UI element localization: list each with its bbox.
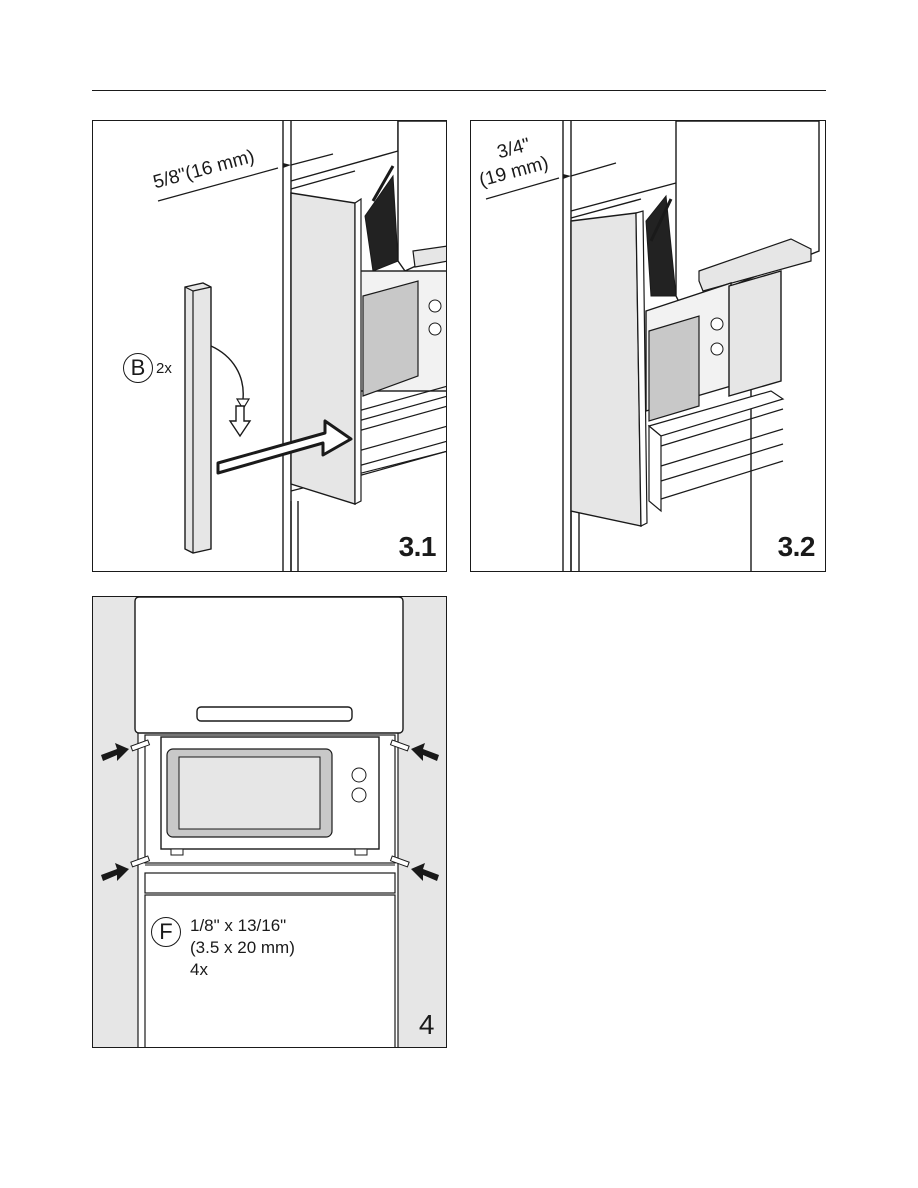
spec-line-3: 4x: [190, 960, 208, 979]
figure-number: 3.2: [777, 531, 816, 562]
figure-3-1: 5/8"(16 mm) B 2x 3.1: [92, 120, 447, 572]
figure-3-2: 3/4" (19 mm) 3.2: [470, 120, 826, 572]
figure-4: F 1/8" x 13/16" (3.5 x 20 mm) 4x 4: [92, 596, 447, 1048]
part-quantity: 2x: [156, 360, 172, 377]
figure-number: 3.1: [398, 531, 437, 562]
spec-line-2: (3.5 x 20 mm): [190, 938, 295, 957]
part-f-marker: F: [151, 917, 181, 947]
spec-line-1: 1/8" x 13/16": [190, 916, 287, 935]
figure-3-1-drawing: [157, 121, 446, 571]
figure-3-2-drawing: [485, 121, 820, 571]
header-rule: [92, 90, 826, 91]
figure-4-drawing: [93, 597, 446, 1047]
part-b-marker: B: [123, 353, 153, 383]
figure-number: 4: [418, 1009, 435, 1040]
